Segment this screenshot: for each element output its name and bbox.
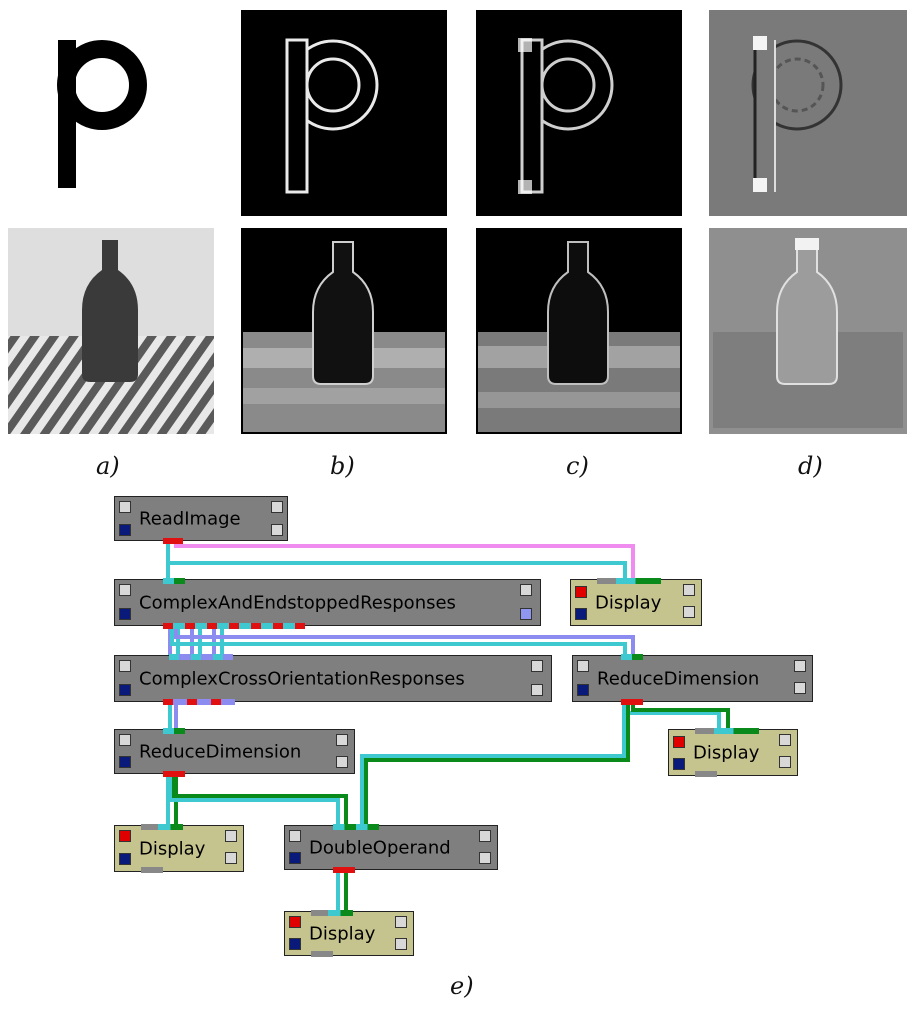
input-ports[interactable] xyxy=(169,654,233,660)
output-port-icon[interactable] xyxy=(794,682,806,694)
input-port[interactable] xyxy=(163,578,185,584)
input-port[interactable] xyxy=(695,728,759,734)
caption-b: b) xyxy=(330,452,355,480)
node-reduce-dimension-right[interactable]: ReduceDimension xyxy=(572,654,813,705)
panel-b-edges-p xyxy=(241,10,447,216)
node-complex-cross-orientation[interactable]: ComplexCrossOrientationResponses xyxy=(114,654,552,705)
param-port-icon[interactable] xyxy=(119,853,131,865)
input-port[interactable] xyxy=(597,578,661,584)
node-label: ComplexAndEndstoppedResponses xyxy=(139,592,456,613)
output-port-icon[interactable] xyxy=(779,734,791,746)
node-label: ComplexCrossOrientationResponses xyxy=(139,668,465,689)
output-port-icon[interactable] xyxy=(479,852,491,864)
input-port[interactable] xyxy=(621,654,643,660)
input-port-icon[interactable] xyxy=(119,584,131,596)
param-port-icon[interactable] xyxy=(577,684,589,696)
input-port[interactable] xyxy=(163,728,185,734)
output-port-icon[interactable] xyxy=(336,756,348,768)
input-port-icon[interactable] xyxy=(119,660,131,672)
output-port[interactable] xyxy=(163,771,185,777)
input-port-icon[interactable] xyxy=(119,830,131,842)
node-label: Display xyxy=(693,742,760,763)
output-port[interactable] xyxy=(621,699,643,705)
panel-a-bottle-photo xyxy=(8,228,214,434)
node-display-top[interactable]: Display xyxy=(570,578,702,626)
output-port-icon[interactable] xyxy=(336,734,348,746)
node-display-right[interactable]: Display xyxy=(668,728,798,777)
node-label: Display xyxy=(139,838,206,859)
node-label: Display xyxy=(309,923,376,944)
output-port-icon[interactable] xyxy=(531,684,543,696)
node-label: ReduceDimension xyxy=(139,741,302,762)
output-port-icon[interactable] xyxy=(794,660,806,672)
input-port[interactable] xyxy=(141,824,183,830)
panel-d-bottle-difference xyxy=(709,228,907,434)
param-port-icon[interactable] xyxy=(575,608,587,620)
panel-d-difference-p xyxy=(709,10,907,216)
input-port-icon[interactable] xyxy=(673,736,685,748)
node-label: ReadImage xyxy=(139,508,241,529)
output-port-icon[interactable] xyxy=(531,660,543,672)
node-display-left[interactable]: Display xyxy=(114,824,244,873)
caption-c: c) xyxy=(566,452,589,480)
param-port-icon[interactable] xyxy=(289,938,301,950)
panel-c-bottle-edges xyxy=(476,228,682,434)
output-port-icon[interactable] xyxy=(225,830,237,842)
output-port-icon[interactable] xyxy=(779,756,791,768)
output-port[interactable] xyxy=(333,867,355,873)
panel-c-edges-p xyxy=(476,10,682,216)
output-port-icon[interactable] xyxy=(479,830,491,842)
param-port-icon[interactable] xyxy=(119,608,131,620)
output-port-icon[interactable] xyxy=(683,584,695,596)
input-port[interactable] xyxy=(311,910,353,916)
output-ports[interactable] xyxy=(163,699,235,705)
node-read-image[interactable]: ReadImage xyxy=(114,496,288,544)
input-port-icon[interactable] xyxy=(575,586,587,598)
output-port-icon[interactable] xyxy=(271,524,283,536)
node-double-operand[interactable]: DoubleOperand xyxy=(284,824,498,873)
output-port-icon[interactable] xyxy=(683,606,695,618)
input-port-icon[interactable] xyxy=(119,501,131,513)
node-label: ReduceDimension xyxy=(597,668,760,689)
param-port-icon[interactable] xyxy=(119,684,131,696)
input-port-icon[interactable] xyxy=(289,916,301,928)
output-ports[interactable] xyxy=(163,623,305,629)
param-port[interactable] xyxy=(695,771,717,777)
param-port-icon[interactable] xyxy=(119,756,131,768)
output-port[interactable] xyxy=(163,538,183,544)
node-label: DoubleOperand xyxy=(309,837,451,858)
output-port-icon[interactable] xyxy=(271,501,283,513)
param-port[interactable] xyxy=(141,867,163,873)
param-port-icon[interactable] xyxy=(289,852,301,864)
input-ports[interactable] xyxy=(333,824,379,830)
node-label: Display xyxy=(595,592,662,613)
node-reduce-dimension-left[interactable]: ReduceDimension xyxy=(114,728,355,777)
output-port-icon[interactable] xyxy=(520,584,532,596)
panel-a-letter-p xyxy=(12,10,218,216)
input-port-icon[interactable] xyxy=(119,734,131,746)
node-display-bottom[interactable]: Display xyxy=(284,910,414,957)
caption-a: a) xyxy=(96,452,120,480)
output-port-icon[interactable] xyxy=(225,852,237,864)
caption-e: e) xyxy=(450,972,474,1000)
node-complex-and-endstopped[interactable]: ComplexAndEndstoppedResponses xyxy=(114,578,541,629)
output-port-icon[interactable] xyxy=(520,608,532,620)
param-port[interactable] xyxy=(311,951,333,957)
input-port-icon[interactable] xyxy=(577,660,589,672)
output-port-icon[interactable] xyxy=(395,938,407,950)
param-port-icon[interactable] xyxy=(119,524,131,536)
input-port-icon[interactable] xyxy=(289,830,301,842)
caption-d: d) xyxy=(798,452,823,480)
panel-b-bottle-edges xyxy=(241,228,447,434)
output-port-icon[interactable] xyxy=(395,916,407,928)
param-port-icon[interactable] xyxy=(673,758,685,770)
